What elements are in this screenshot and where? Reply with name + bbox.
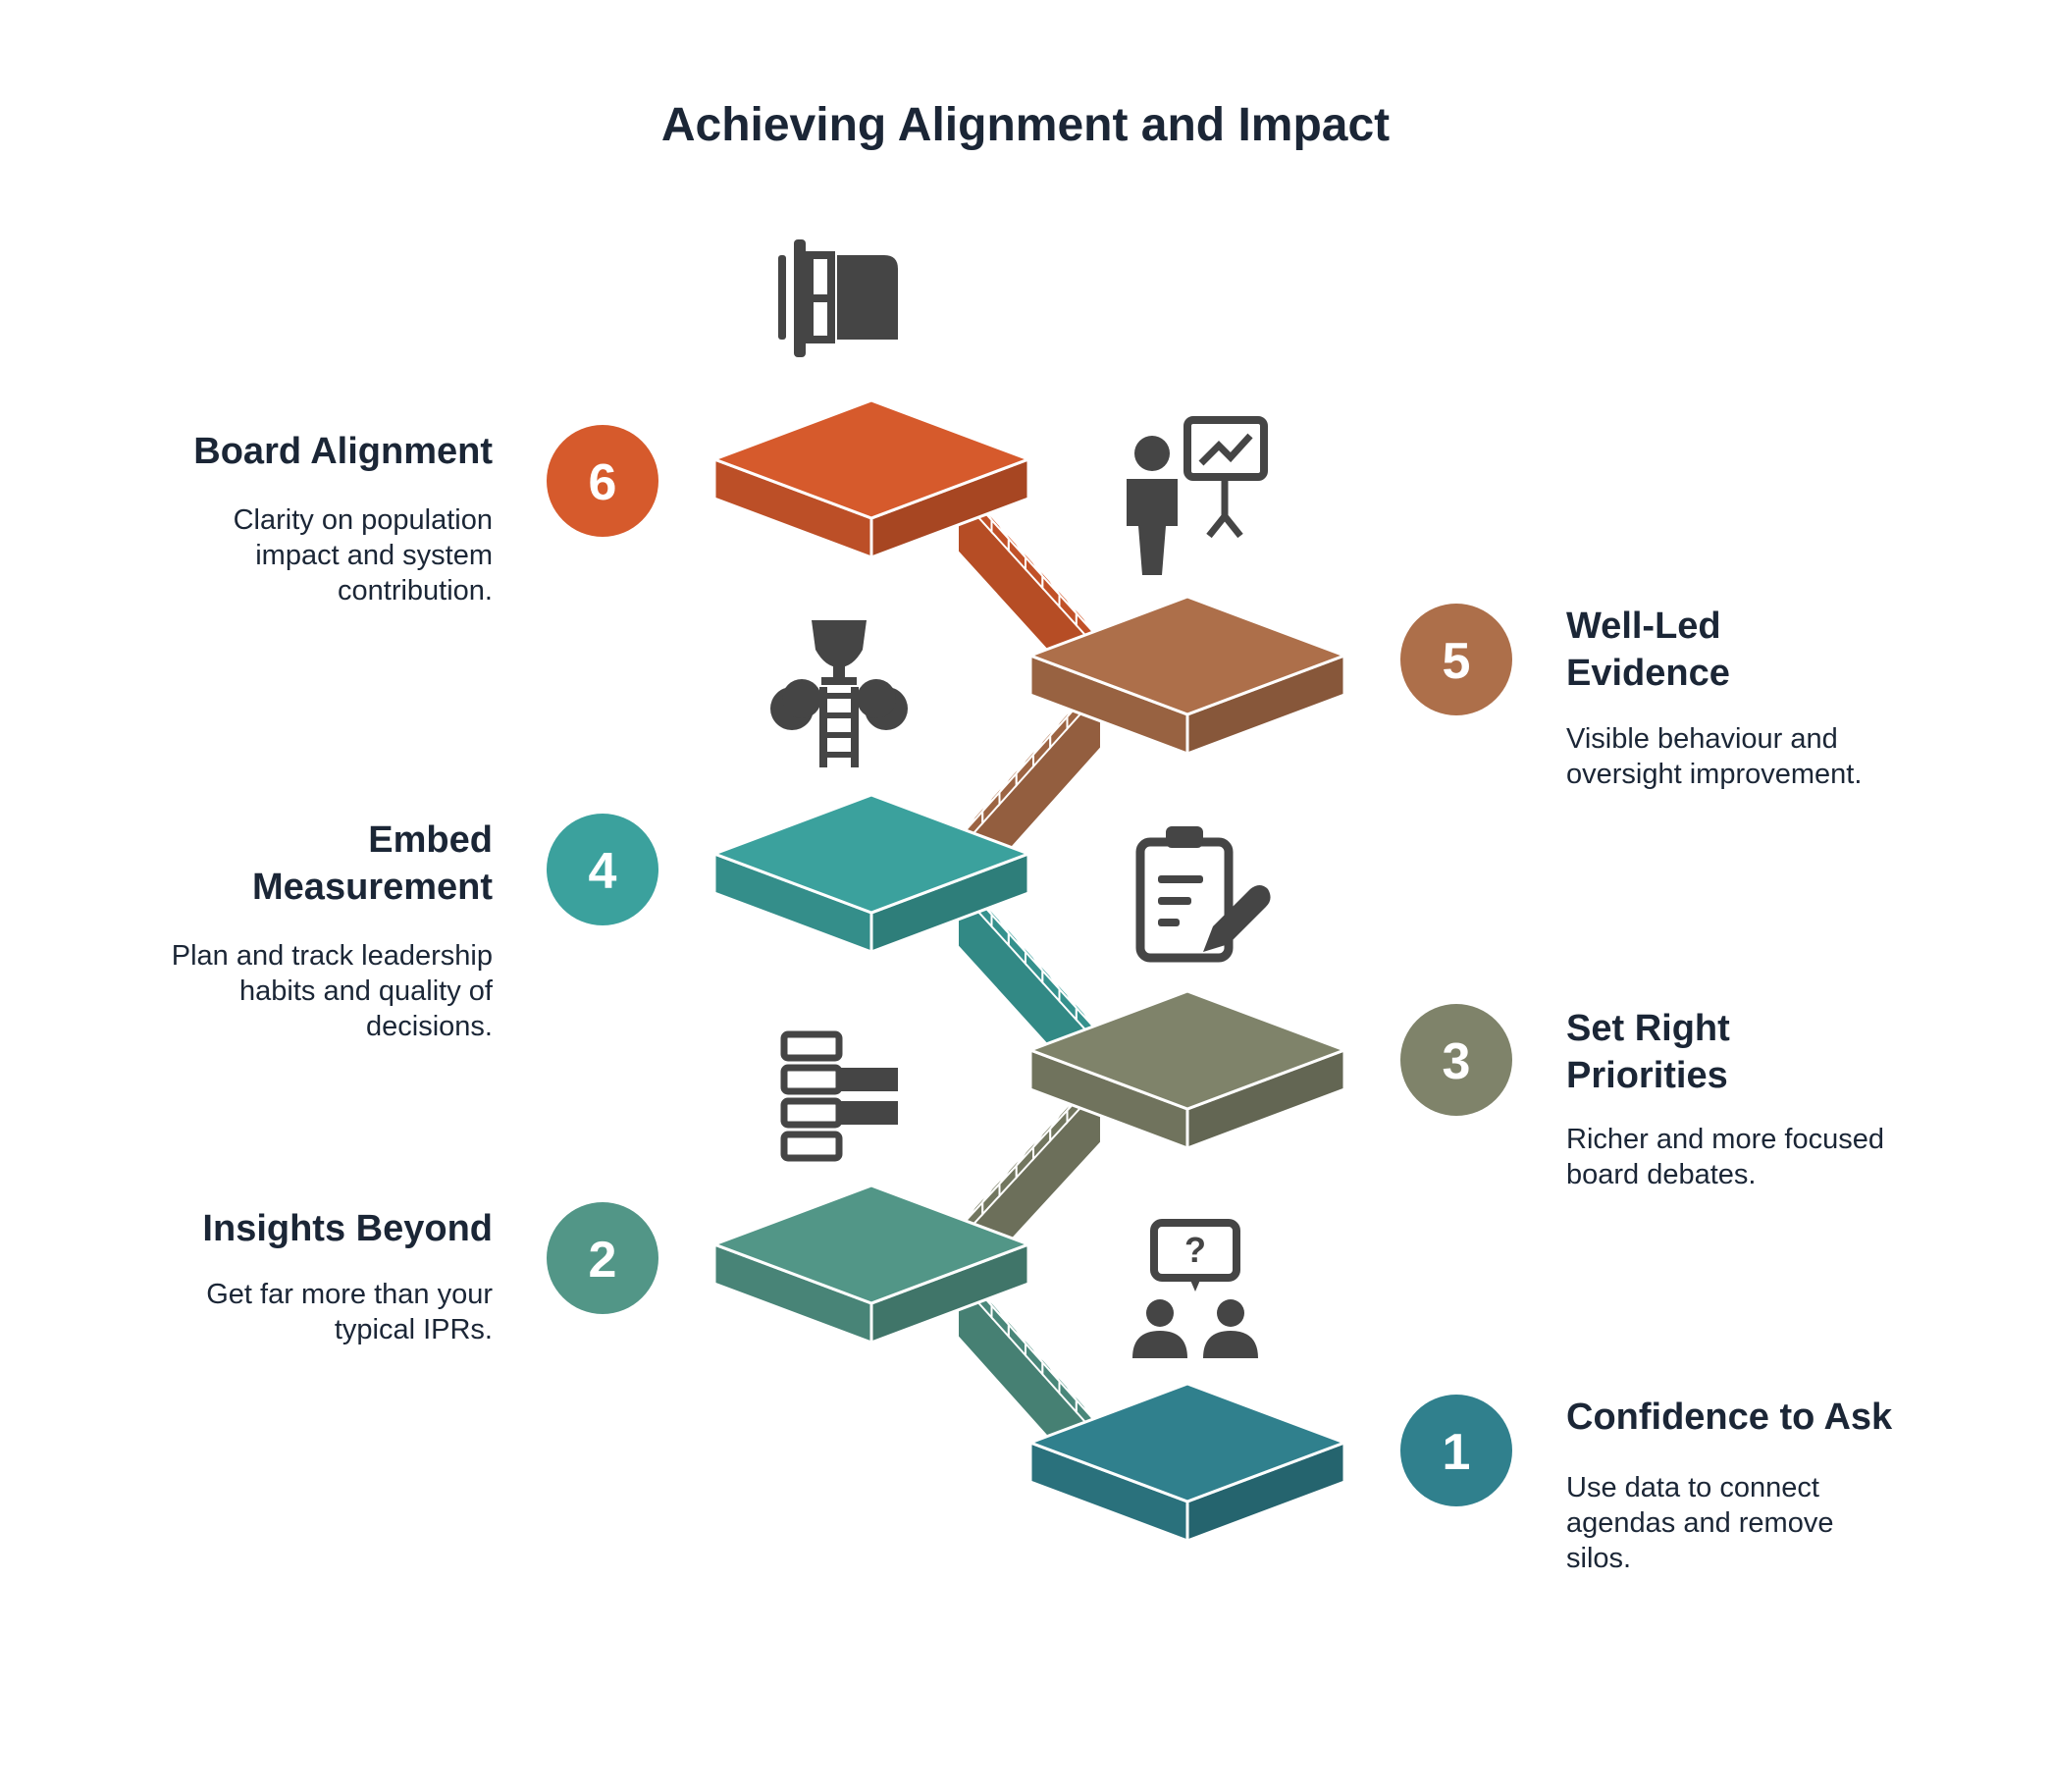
platform-2 <box>712 1184 1030 1344</box>
stacked-bars-icon <box>780 1030 898 1162</box>
step-5-badge: 5 <box>1395 599 1517 720</box>
door-panel-icon <box>778 239 898 357</box>
diagram-title: Achieving Alignment and Impact <box>660 99 1391 151</box>
platform-1 <box>1028 1382 1346 1543</box>
step-6-badge: 6 <box>542 420 663 542</box>
step-3-title: Set Right Priorities <box>1566 1008 1730 1096</box>
platform-5 <box>1028 595 1346 756</box>
platform-3 <box>1028 989 1346 1150</box>
step-2-title: Insights Beyond <box>202 1208 493 1249</box>
platform-4 <box>712 793 1030 954</box>
step-1-description: Use data to connect agendas and remove s… <box>1566 1472 1834 1574</box>
step-6-number: 6 <box>589 454 617 511</box>
step-3-badge: 3 <box>1395 999 1517 1121</box>
step-1-number: 1 <box>1443 1424 1471 1481</box>
clipboard-pencil-icon <box>1135 826 1271 963</box>
trophy-ladder-icon <box>770 620 908 767</box>
step-1-title: Confidence to Ask <box>1566 1397 1893 1438</box>
step-3-number: 3 <box>1443 1033 1471 1090</box>
questioning-people-icon: ? <box>1132 1219 1258 1358</box>
step-5-description: Visible behaviour and oversight improvem… <box>1566 723 1863 790</box>
step-2-number: 2 <box>589 1232 617 1289</box>
presenter-chart-icon <box>1127 416 1268 575</box>
step-1-badge: 1 <box>1395 1390 1517 1511</box>
step-2-badge: 2 <box>542 1197 663 1319</box>
platform-6 <box>712 398 1030 559</box>
step-6-description: Clarity on population impact and system … <box>233 504 493 606</box>
step-3-description: Richer and more focused board debates. <box>1566 1124 1884 1190</box>
step-5-number: 5 <box>1443 633 1471 690</box>
step-4-description: Plan and track leadership habits and qua… <box>171 940 493 1042</box>
step-5-title: Well-Led Evidence <box>1566 606 1730 694</box>
step-2-description: Get far more than your typical IPRs. <box>206 1279 493 1345</box>
step-4-title: Embed Measurement <box>252 819 493 908</box>
step-4-badge: 4 <box>542 809 663 930</box>
svg-text:?: ? <box>1184 1230 1206 1270</box>
step-6-title: Board Alignment <box>193 431 493 472</box>
step-4-number: 4 <box>589 843 617 900</box>
